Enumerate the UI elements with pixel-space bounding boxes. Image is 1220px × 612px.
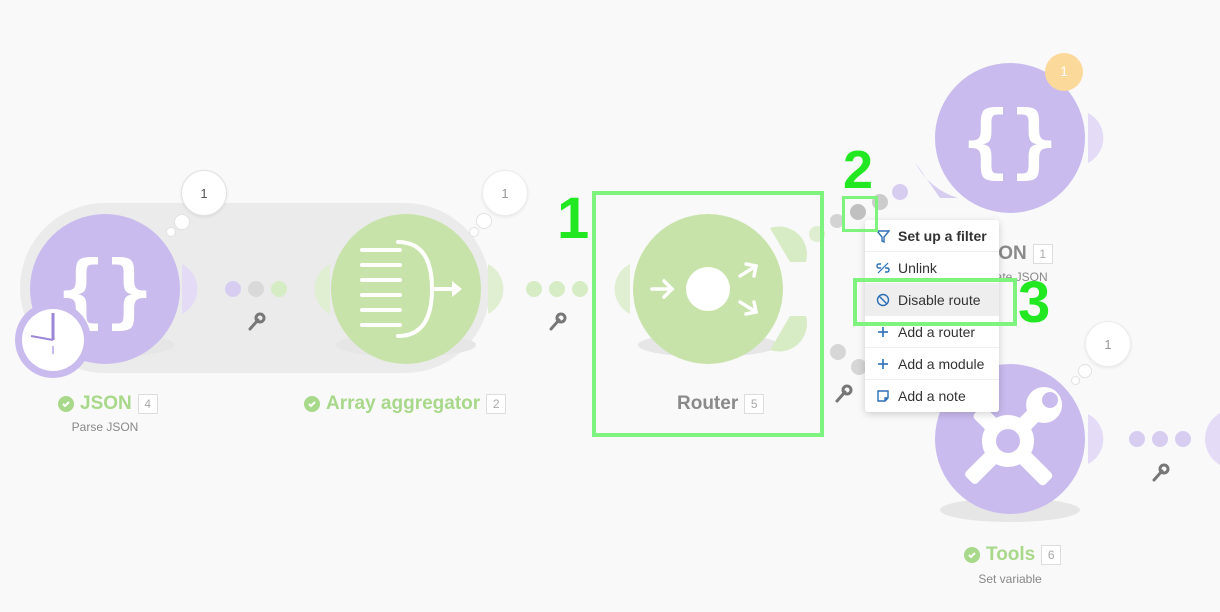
menu-item-label: Unlink — [898, 259, 937, 276]
disable-icon — [876, 293, 890, 306]
router-module — [633, 214, 808, 364]
wrench-icon — [549, 312, 567, 331]
json-create-module: {} — [915, 63, 1104, 213]
annotation-number-2: 2 — [843, 140, 874, 200]
tools-subtitle: Set variable — [978, 572, 1042, 586]
annotation-number-1: 1 — [557, 186, 590, 251]
annotation-number-3: 3 — [1018, 270, 1051, 335]
svg-text:{}: {} — [962, 94, 1058, 187]
wrench-icon — [1152, 463, 1170, 482]
menu-item-add-note[interactable]: Add a note — [865, 380, 999, 412]
operations-count: 1 — [200, 185, 208, 201]
module-name: Router — [677, 393, 739, 414]
route-context-menu: Set up a filter Unlink Disable route Add… — [865, 220, 999, 412]
menu-item-label: Add a note — [898, 388, 966, 404]
operations-bubble-array-aggregator[interactable]: 1 — [482, 170, 528, 216]
json-create-badge — [1045, 53, 1083, 91]
module-index: 4 — [137, 394, 158, 414]
menu-item-add-module[interactable]: Add a module — [865, 348, 999, 380]
menu-item-unlink[interactable]: Unlink — [865, 252, 999, 284]
annotation-box-disable-route — [853, 278, 1017, 326]
module-index: 5 — [744, 394, 765, 414]
operations-count: 1 — [1104, 336, 1112, 352]
module-name: Tools — [986, 544, 1036, 565]
module-index: 6 — [1041, 545, 1062, 565]
plus-icon — [878, 358, 888, 369]
json-create-count: 1 — [1060, 63, 1068, 79]
wrench-icon — [248, 312, 266, 331]
menu-item-add-router[interactable]: Add a router — [865, 316, 999, 348]
check-icon — [58, 396, 74, 412]
array-aggregator-label: Array aggregator 2 — [304, 393, 507, 415]
operations-bubble-json-parse[interactable]: 1 — [181, 170, 227, 216]
module-name: Array aggregator — [326, 393, 481, 414]
operations-bubble-tools[interactable]: 1 — [1085, 321, 1131, 367]
check-icon — [964, 547, 980, 563]
wrench-icon — [835, 384, 853, 403]
annotation-box-router — [592, 191, 824, 437]
clock-trigger-icon — [15, 302, 91, 378]
menu-item-label: Add a module — [898, 355, 985, 372]
menu-item-disable-route[interactable]: Disable route — [865, 284, 999, 316]
module-name: JSON — [80, 393, 132, 414]
array-aggregator-module — [331, 214, 504, 364]
menu-item-label: Disable route — [898, 291, 981, 308]
module-index: 1 — [1032, 244, 1053, 264]
check-icon — [304, 396, 320, 412]
note-icon — [877, 390, 889, 402]
router-label: Router 5 — [677, 393, 765, 415]
menu-item-label: Set up a filter — [898, 227, 987, 244]
unlink-icon — [876, 262, 890, 273]
operations-count: 1 — [501, 185, 509, 201]
menu-item-set-up-filter[interactable]: Set up a filter — [865, 220, 999, 252]
filter-icon — [876, 229, 890, 243]
menu-item-label: Add a router — [898, 323, 976, 340]
tools-label: Tools 6 — [964, 544, 1062, 566]
plus-icon — [878, 326, 888, 337]
json-parse-subtitle: Parse JSON — [71, 420, 139, 434]
json-parse-label: JSON 4 — [58, 393, 158, 415]
annotation-box-route-dot — [842, 196, 878, 232]
module-index: 2 — [486, 394, 507, 414]
